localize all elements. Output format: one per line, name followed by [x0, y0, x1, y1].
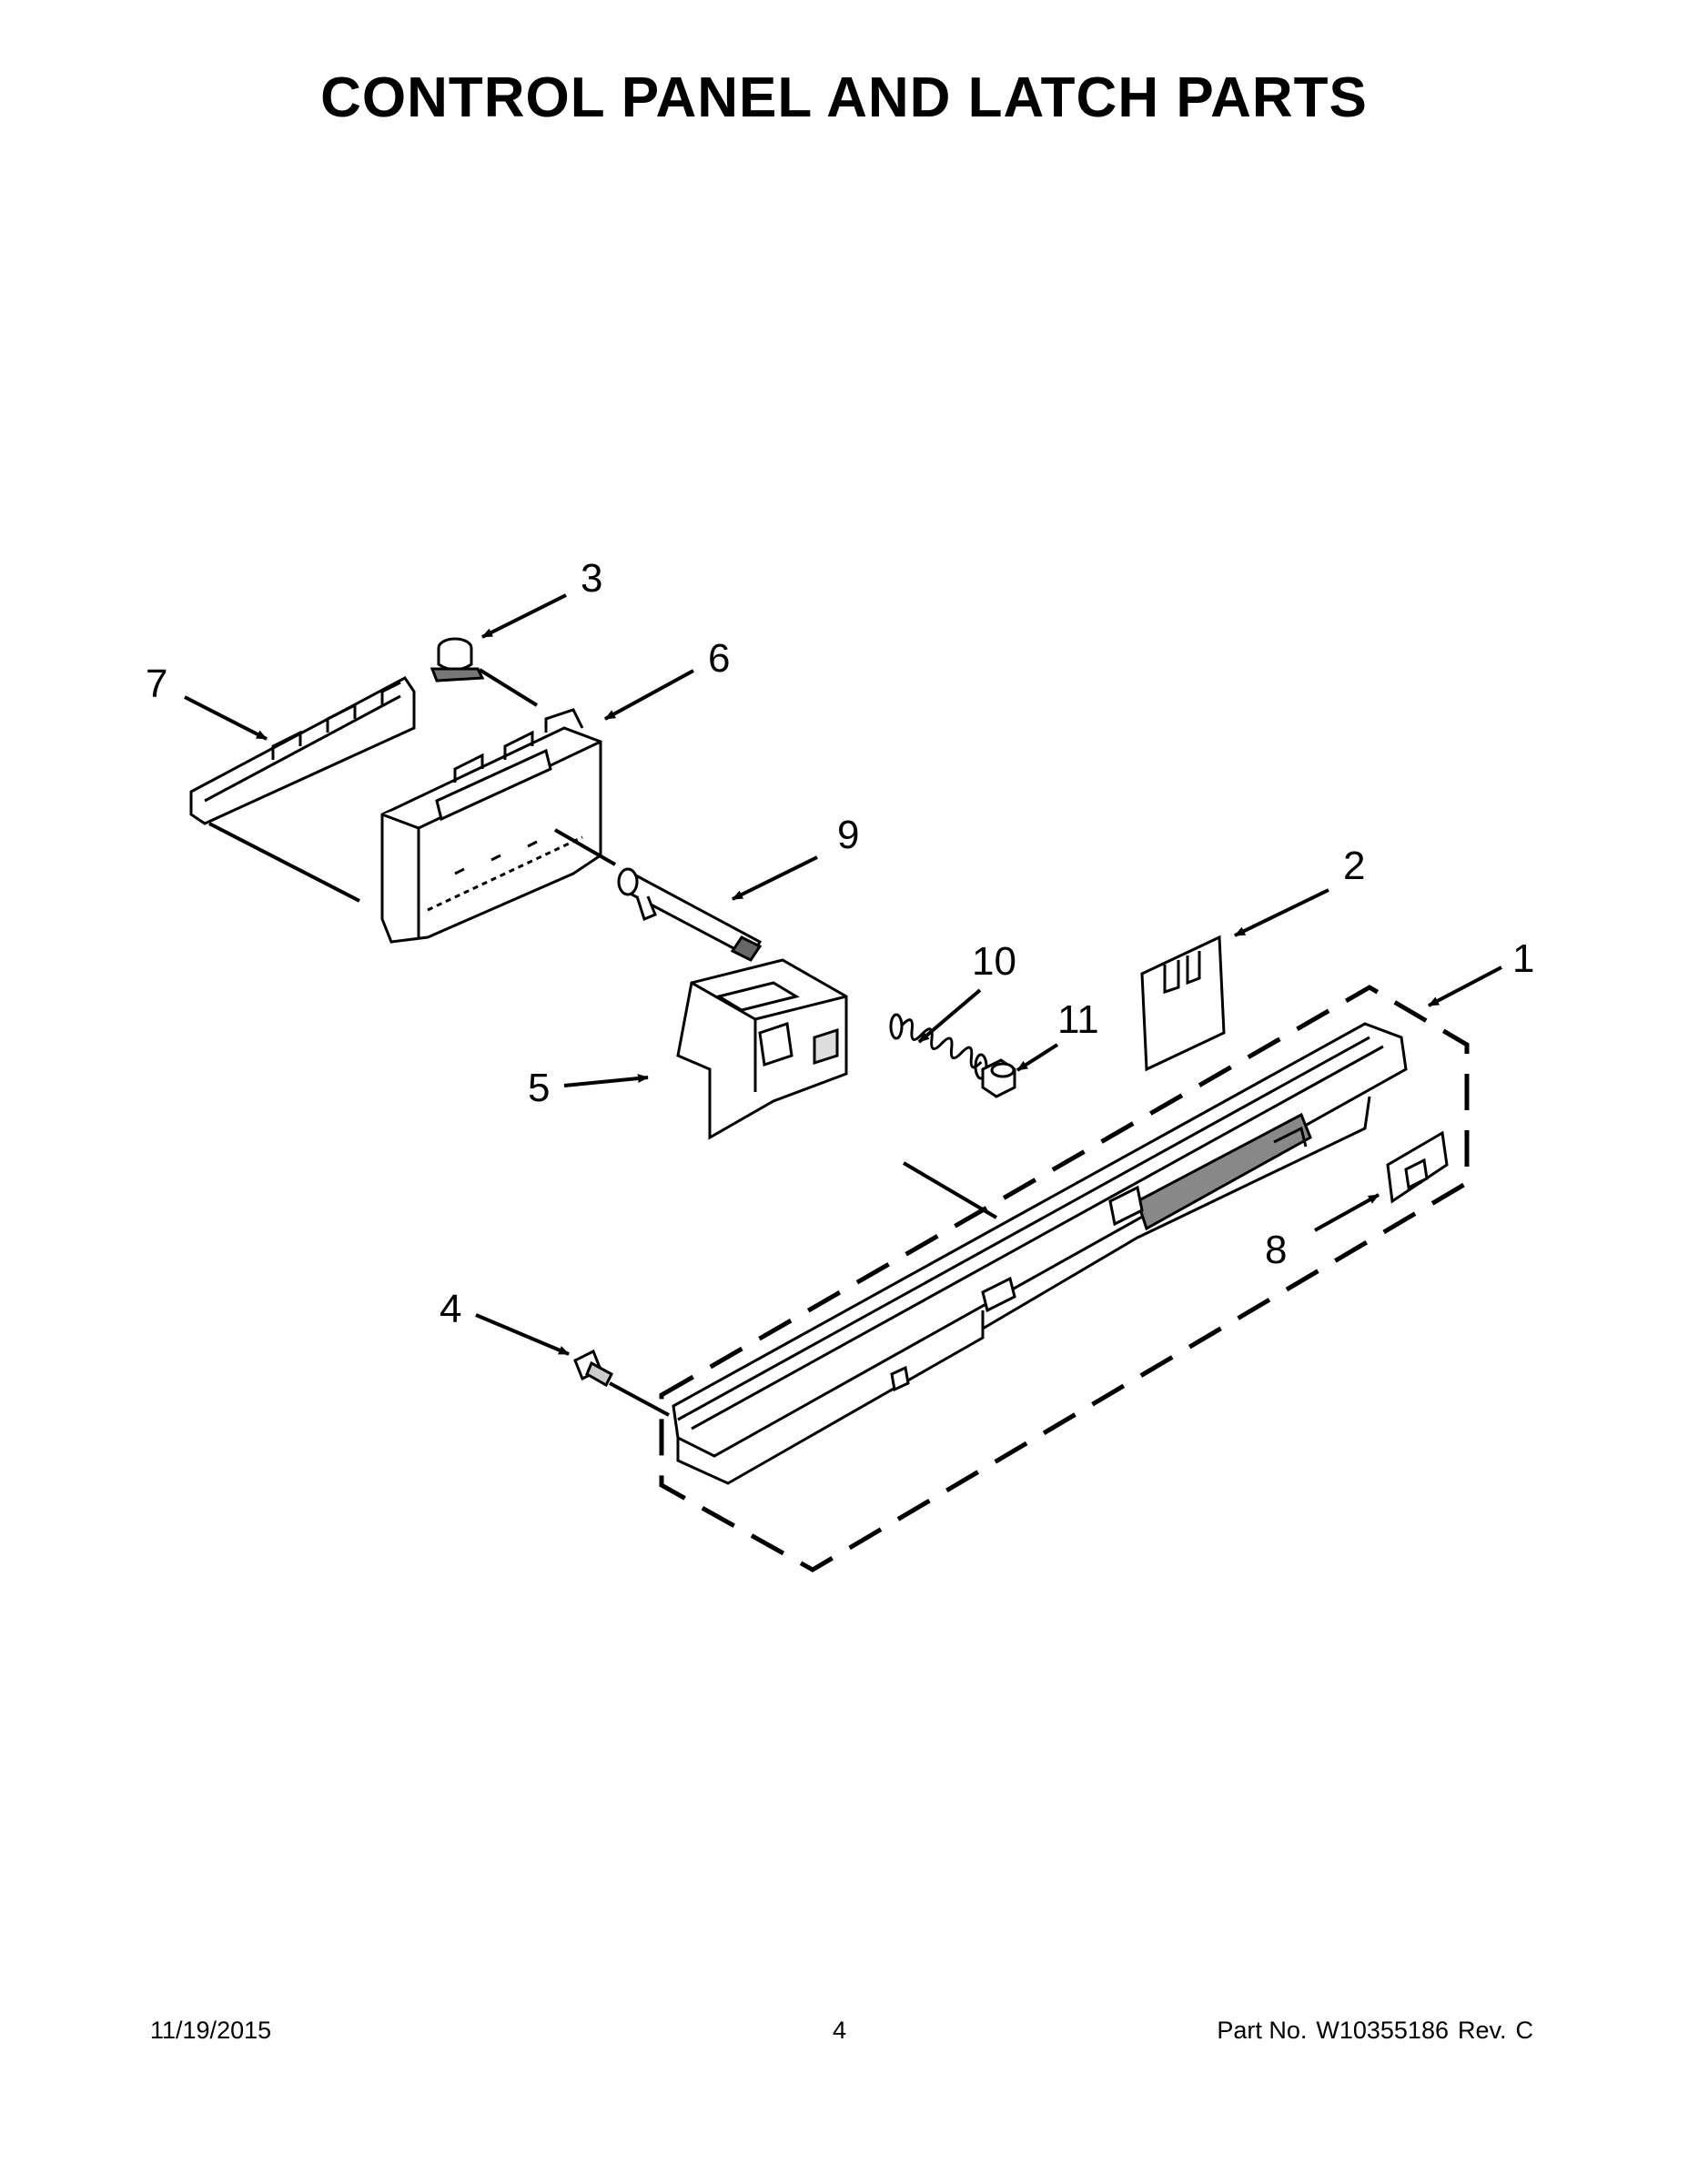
- part-8-board: [1386, 1130, 1449, 1204]
- part-5-latch: [676, 958, 848, 1140]
- leader-lines: [208, 668, 998, 1417]
- footer-part-number: Part No. W10355186 Rev. C: [1208, 2017, 1533, 2045]
- callout-10: 10: [972, 939, 1016, 984]
- part-7-bracket: [189, 676, 416, 825]
- part-11-cap: [981, 1058, 1016, 1098]
- arrow-6: [604, 669, 694, 721]
- arrow-11: [1016, 1043, 1059, 1072]
- arrow-9: [732, 855, 818, 901]
- callout-4: 4: [440, 1287, 461, 1331]
- footer-page-number: 4: [833, 2017, 847, 2044]
- page-title: CONTROL PANEL AND LATCH PARTS: [320, 66, 1368, 129]
- arrow-7: [184, 695, 268, 741]
- callout-arrows: [184, 593, 1502, 1356]
- callout-8: 8: [1265, 1228, 1287, 1272]
- rev-label: Rev.: [1457, 2017, 1507, 2044]
- part-2-cover-plate: [1140, 935, 1226, 1072]
- arrow-8: [1314, 1193, 1380, 1232]
- callout-labels: 1 2 3 4 5 6 7 8 9 10 11: [146, 556, 1534, 1331]
- callout-11: 11: [1057, 997, 1099, 1042]
- callout-7: 7: [146, 662, 167, 706]
- arrow-4: [475, 1313, 570, 1356]
- callout-1: 1: [1512, 936, 1534, 981]
- part-number: W10355186: [1316, 2017, 1449, 2044]
- callout-5: 5: [528, 1066, 550, 1110]
- arrow-5: [563, 1074, 649, 1087]
- part-1-control-panel: [672, 1022, 1408, 1485]
- arrow-3: [481, 593, 567, 639]
- part-label: Part No.: [1217, 2017, 1308, 2044]
- arrow-10: [917, 988, 982, 1044]
- part-3-component: [430, 637, 485, 682]
- arrow-1: [1428, 966, 1502, 1007]
- callout-2: 2: [1343, 844, 1365, 888]
- arrow-2: [1234, 888, 1329, 937]
- callout-3: 3: [581, 556, 602, 601]
- callout-9: 9: [837, 813, 859, 857]
- assembly-dashed-outline: [659, 985, 1470, 1572]
- part-4-screw: [573, 1349, 613, 1388]
- rev-value: C: [1515, 2017, 1534, 2044]
- part-9-rod: [617, 867, 763, 962]
- callout-6: 6: [708, 636, 730, 681]
- footer-date: 11/19/2015: [150, 2017, 272, 2044]
- part-6-control-housing: [380, 708, 602, 944]
